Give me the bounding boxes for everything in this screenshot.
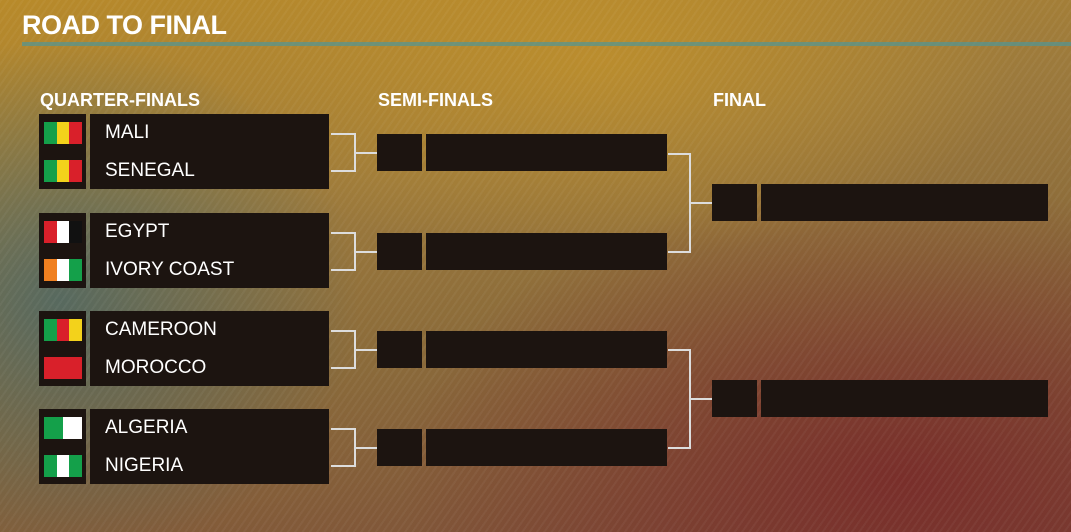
- final-team-slot[interactable]: [761, 380, 1048, 417]
- bracket-line: [331, 269, 355, 271]
- semi-final-flag-slot: [377, 134, 422, 171]
- final-team-slot[interactable]: [761, 184, 1048, 221]
- flag-column: [39, 114, 86, 189]
- semi-finals-header: SEMI-FINALS: [378, 90, 493, 110]
- bracket-line: [668, 349, 690, 351]
- bracket-line: [355, 349, 377, 351]
- team-name: MALI: [105, 122, 150, 143]
- bracket-line: [690, 202, 712, 204]
- flag-icon: [44, 160, 82, 182]
- bracket-line: [355, 152, 377, 154]
- final-flag-slot: [712, 380, 757, 417]
- bracket-line: [690, 398, 712, 400]
- flag-icon: [44, 221, 82, 243]
- bracket-line: [331, 465, 355, 467]
- semi-final-flag-slot: [377, 233, 422, 270]
- semi-final-team-slot[interactable]: [426, 233, 667, 270]
- flag-icon: [44, 122, 82, 144]
- flag-icon: [44, 357, 82, 379]
- bracket-line: [331, 232, 355, 234]
- bracket-line: [331, 330, 355, 332]
- team-name: CAMEROON: [105, 319, 217, 340]
- bracket-line: [355, 447, 377, 449]
- flag-icon: [44, 259, 82, 281]
- quarter-finals-header: QUARTER-FINALS: [40, 90, 200, 110]
- team-name: ALGERIA: [105, 417, 188, 438]
- bracket-line: [331, 428, 355, 430]
- match-box[interactable]: CAMEROON MOROCCO: [90, 311, 329, 386]
- final-flag-slot: [712, 184, 757, 221]
- semi-final-team-slot[interactable]: [426, 331, 667, 368]
- semi-final-flag-slot: [377, 331, 422, 368]
- title-divider: [22, 42, 1071, 46]
- bracket-line: [331, 170, 355, 172]
- semi-final-team-slot[interactable]: [426, 134, 667, 171]
- bracket-line: [668, 447, 690, 449]
- semi-final-team-slot[interactable]: [426, 429, 667, 466]
- match-box[interactable]: MALI SENEGAL: [90, 114, 329, 189]
- flag-icon: [44, 455, 82, 477]
- final-header: FINAL: [713, 90, 766, 110]
- team-name: NIGERIA: [105, 455, 184, 476]
- flag-column: [39, 213, 86, 288]
- flag-column: [39, 409, 86, 484]
- flag-column: [39, 311, 86, 386]
- semi-final-flag-slot: [377, 429, 422, 466]
- bracket-line: [668, 251, 690, 253]
- bracket-line: [331, 367, 355, 369]
- bracket-line: [331, 133, 355, 135]
- flag-icon: [44, 319, 82, 341]
- flag-icon: [44, 417, 82, 439]
- team-name: IVORY COAST: [105, 259, 235, 280]
- bracket-line: [355, 251, 377, 253]
- team-name: MOROCCO: [105, 357, 207, 378]
- team-name: EGYPT: [105, 221, 170, 242]
- match-box[interactable]: EGYPT IVORY COAST: [90, 213, 329, 288]
- page-title: ROAD TO FINAL: [22, 10, 227, 40]
- team-name: SENEGAL: [105, 160, 195, 181]
- bracket-line: [668, 153, 690, 155]
- match-box[interactable]: ALGERIA NIGERIA: [90, 409, 329, 484]
